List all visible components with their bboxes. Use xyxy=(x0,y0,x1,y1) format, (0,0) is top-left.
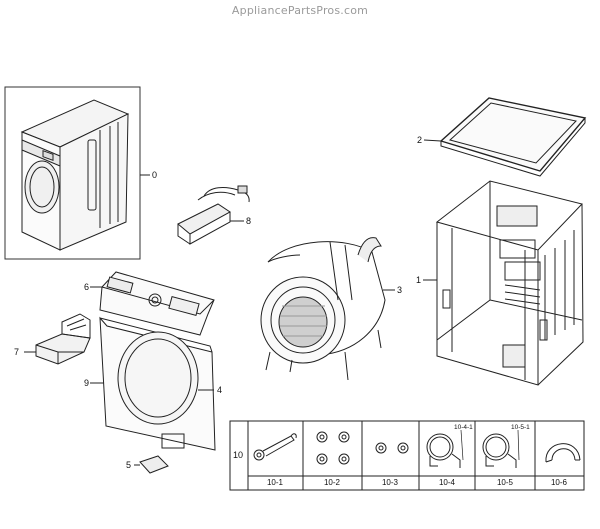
accessory-label-10-5: 10-5 xyxy=(496,478,513,487)
watermark-text: AppliancePartsPros.com xyxy=(231,4,369,17)
hot-water-hose-accessory xyxy=(482,429,520,468)
accessory-label-10-3: 10-3 xyxy=(381,478,398,487)
callout-1: 1 xyxy=(416,275,422,285)
leader-line-2 xyxy=(423,139,442,142)
cabinet-frame-part xyxy=(435,180,584,386)
tub-drum-part xyxy=(260,237,386,381)
accessory-kit-table xyxy=(229,420,585,491)
washer-cap-accessory xyxy=(375,442,409,454)
wire-harness-part xyxy=(177,185,250,245)
callout-5: 5 xyxy=(126,460,132,470)
detergent-drawer-part xyxy=(35,313,91,365)
accessory-label-10-4-1: 10-4-1 xyxy=(454,424,473,431)
front-panel-door-part xyxy=(99,316,216,451)
top-cover-part xyxy=(439,97,587,177)
assembled-washer-illustration xyxy=(4,86,141,260)
cap-set-accessory xyxy=(316,431,350,465)
callout-10: 10 xyxy=(233,450,244,460)
callout-3: 3 xyxy=(397,285,403,295)
accessory-label-10-2: 10-2 xyxy=(323,478,340,487)
hose-guide-accessory xyxy=(545,443,581,463)
callout-8: 8 xyxy=(246,216,252,226)
callout-6: 6 xyxy=(84,282,90,292)
spanner-accessory xyxy=(253,433,297,461)
callout-2: 2 xyxy=(417,135,423,145)
accessory-label-10-4: 10-4 xyxy=(438,478,455,487)
accessory-label-10-1: 10-1 xyxy=(266,478,283,487)
filter-cover-part xyxy=(139,455,169,474)
callout-0: 0 xyxy=(152,170,158,180)
callout-7: 7 xyxy=(14,347,20,357)
callout-4: 4 xyxy=(217,385,223,395)
callout-9: 9 xyxy=(84,378,90,388)
accessory-label-10-6: 10-6 xyxy=(550,478,567,487)
control-panel-part xyxy=(99,271,215,336)
accessory-label-10-5-1: 10-5-1 xyxy=(511,424,530,431)
cold-water-hose-accessory xyxy=(426,429,464,468)
